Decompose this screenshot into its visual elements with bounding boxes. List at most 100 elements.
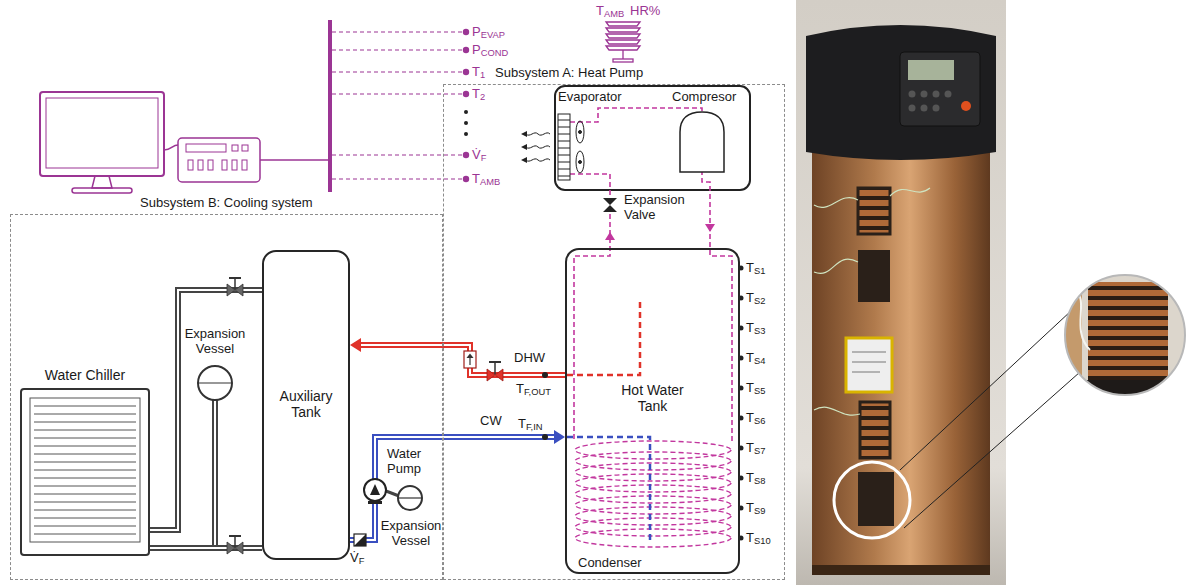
water-pump-symbol [370,484,380,495]
valve-symbol [489,361,501,363]
tank-interior [575,441,731,547]
computer-and-datalogger [186,144,226,152]
photo-heat-pump-water-heater [933,91,940,98]
hot-water-tank: Hot Water Tank [565,248,740,574]
tank-interior [575,518,731,536]
heat-pump-unit [526,159,550,161]
check-valve-symbol [469,357,470,365]
photo-heat-pump-water-heater [814,407,860,415]
subscript: F [481,153,487,163]
chiller-grille [34,406,136,407]
chiller-grille [34,422,136,423]
temperature-sensor-label: TS8 [746,470,765,485]
photo-heat-pump-water-heater [945,91,952,98]
sensor-bus [464,110,468,114]
pipe-connector [150,290,262,530]
computer-and-datalogger [188,160,193,170]
chiller-grille [34,446,136,447]
subscript: S10 [754,536,771,546]
heat-pump-unit [680,112,724,172]
chiller-grille [30,398,140,542]
sensor-bus [463,29,469,35]
weather-station [606,22,640,26]
photo-heat-pump-water-heater [796,0,1190,585]
sensor-bus [328,20,332,192]
sensor-bus [463,47,469,53]
subscript: S6 [754,416,765,426]
expansion-vessel-symbol [198,366,232,545]
heat-pump-unit [570,108,732,442]
signal-name: PEVAP [472,24,505,39]
temperature-sensor-label: TF,IN [518,416,543,431]
tank-interior [575,507,731,525]
sensor-bus [463,176,469,182]
chiller-grille [34,414,136,415]
chiller-grille [34,502,136,503]
flow-meter-symbol [354,534,366,546]
photo-heat-pump-water-heater [1088,282,1168,380]
photo-heat-pump-water-heater [908,60,954,80]
subscript: S7 [754,446,765,456]
chiller-grille [34,454,136,455]
subscript: AMB [604,9,624,19]
computer-and-datalogger [178,138,260,182]
check-valve-symbol [464,351,476,368]
node-title: Auxiliary Tank [268,388,344,420]
node-title: Hot Water Tank [611,382,695,414]
computer-and-datalogger [46,98,158,168]
photo-heat-pump-water-heater [933,105,940,112]
sensor-bus [332,49,462,50]
subscript: F,IN [526,422,543,432]
computer-and-datalogger [242,145,248,151]
valve-symbol [487,362,503,381]
auxiliary-tank: Auxiliary Tank [262,250,350,560]
computer-and-datalogger [232,145,238,151]
tank-interior [567,437,650,540]
pipe-bore [359,345,565,375]
heat-pump-unit [555,86,750,190]
weather-station [606,46,640,50]
tank-interior [575,496,731,514]
computer-and-datalogger [72,188,132,193]
flow-meter-symbol [354,534,366,546]
valve-symbol [227,542,243,554]
part-label: Expansion Valve [624,192,694,222]
photo-heat-pump-water-heater [860,402,890,458]
heat-pump-unit [521,131,527,163]
temperature-sensor-label: TS6 [746,410,765,425]
subscript: S5 [754,386,765,396]
water-chiller: Water Chiller [20,388,150,556]
computer-and-datalogger [260,159,328,161]
signal-name: T2 [472,86,485,101]
tank-interior [567,300,640,375]
valve-symbol [494,362,496,375]
computer-and-datalogger [198,160,203,170]
water-pump-symbol [364,479,422,510]
heat-pump-unit [521,131,527,137]
photo-heat-pump-water-heater [904,372,1080,528]
chiller-grille [34,486,136,487]
part-label: Expansion Vessel [378,518,444,548]
signal-name: TAMB [472,171,500,186]
sensor-bus [332,31,462,32]
heat-pump-unit [558,155,570,156]
tank-interior [575,529,731,547]
sensor-label: TAMB [596,3,624,18]
temperature-sensor-label: TS2 [746,290,765,305]
chiller-grille [34,478,136,479]
heat-pump-unit [576,151,584,173]
part-label: Water Pump [387,446,431,476]
photo-heat-pump-water-heater [921,91,928,98]
sensor-bus [464,121,468,125]
subscript: 1 [480,70,485,80]
sensor-bus [464,110,468,136]
temperature-sensor-label: TS3 [746,320,765,335]
subscript: F [359,556,365,566]
photo-heat-pump-water-heater [812,565,990,575]
tank-interior [567,266,744,548]
tank-interior [575,463,731,481]
tank-interior [575,474,731,492]
